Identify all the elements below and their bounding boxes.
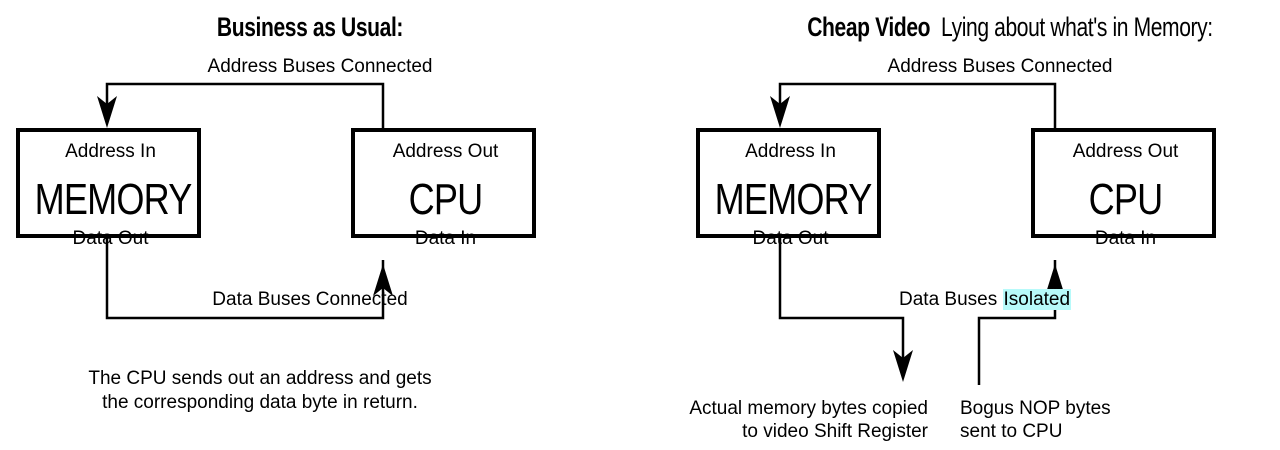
left-caption-line1: The CPU sends out an address and gets — [88, 368, 432, 389]
right-memory-top-label: Address In — [745, 141, 836, 162]
cpu-input-caption-line1: Bogus NOP bytes — [960, 398, 1111, 419]
right-data-bus-label-prefix: Data Buses — [899, 289, 998, 310]
cpu-box-right — [1031, 128, 1216, 238]
left-title: Business as Usual: — [216, 12, 404, 42]
data-bus-line-left — [105, 238, 385, 320]
memory-output-line — [778, 238, 905, 370]
left-caption-line2: the corresponding data byte in return. — [102, 392, 418, 413]
right-cpu-name: CPU — [1088, 175, 1164, 224]
isolated-highlight: Isolated — [1002, 289, 1072, 310]
data-arrowhead-left — [373, 264, 393, 296]
memory-output-caption-line1: Actual memory bytes copied — [689, 398, 928, 419]
cpu-input-line — [977, 260, 1057, 385]
address-bus-line-right — [778, 82, 1057, 128]
left-address-bus-label: Address Buses Connected — [207, 56, 433, 77]
cpu-box-left — [351, 128, 536, 238]
right-data-bus-label: Data Buses Isolated — [899, 289, 1072, 311]
address-arrowhead-left — [97, 96, 117, 128]
left-memory-bottom-label: Data Out — [72, 228, 149, 249]
right-title-bold: Cheap Video — [807, 12, 931, 42]
memory-output-caption-line2: to video Shift Register — [742, 421, 928, 442]
left-cpu-name: CPU — [408, 175, 484, 224]
left-memory-top-label: Address In — [65, 141, 156, 162]
cpu-input-arrowhead — [1045, 264, 1065, 296]
right-cpu-bottom-label: Data In — [1094, 228, 1157, 249]
memory-box-left — [16, 128, 201, 238]
left-data-bus-label: Data Buses Connected — [212, 289, 408, 310]
left-memory-name: MEMORY — [34, 175, 193, 224]
cpu-input-caption-line2: sent to CPU — [960, 421, 1063, 442]
left-cpu-bottom-label: Data In — [414, 228, 477, 249]
address-bus-line-left — [105, 82, 385, 128]
right-title-rest: Lying about what's in Memory: — [941, 12, 1213, 42]
right-cpu-top-label: Address Out — [1072, 141, 1179, 162]
address-arrowhead-right — [770, 96, 790, 128]
left-cpu-top-label: Address Out — [392, 141, 499, 162]
right-memory-bottom-label: Data Out — [752, 228, 829, 249]
memory-output-arrowhead — [893, 350, 913, 382]
right-address-bus-label: Address Buses Connected — [887, 56, 1113, 77]
right-title: Cheap Video Lying about what's in Memory… — [792, 12, 1229, 43]
memory-box-right — [696, 128, 881, 238]
right-memory-name: MEMORY — [714, 175, 873, 224]
